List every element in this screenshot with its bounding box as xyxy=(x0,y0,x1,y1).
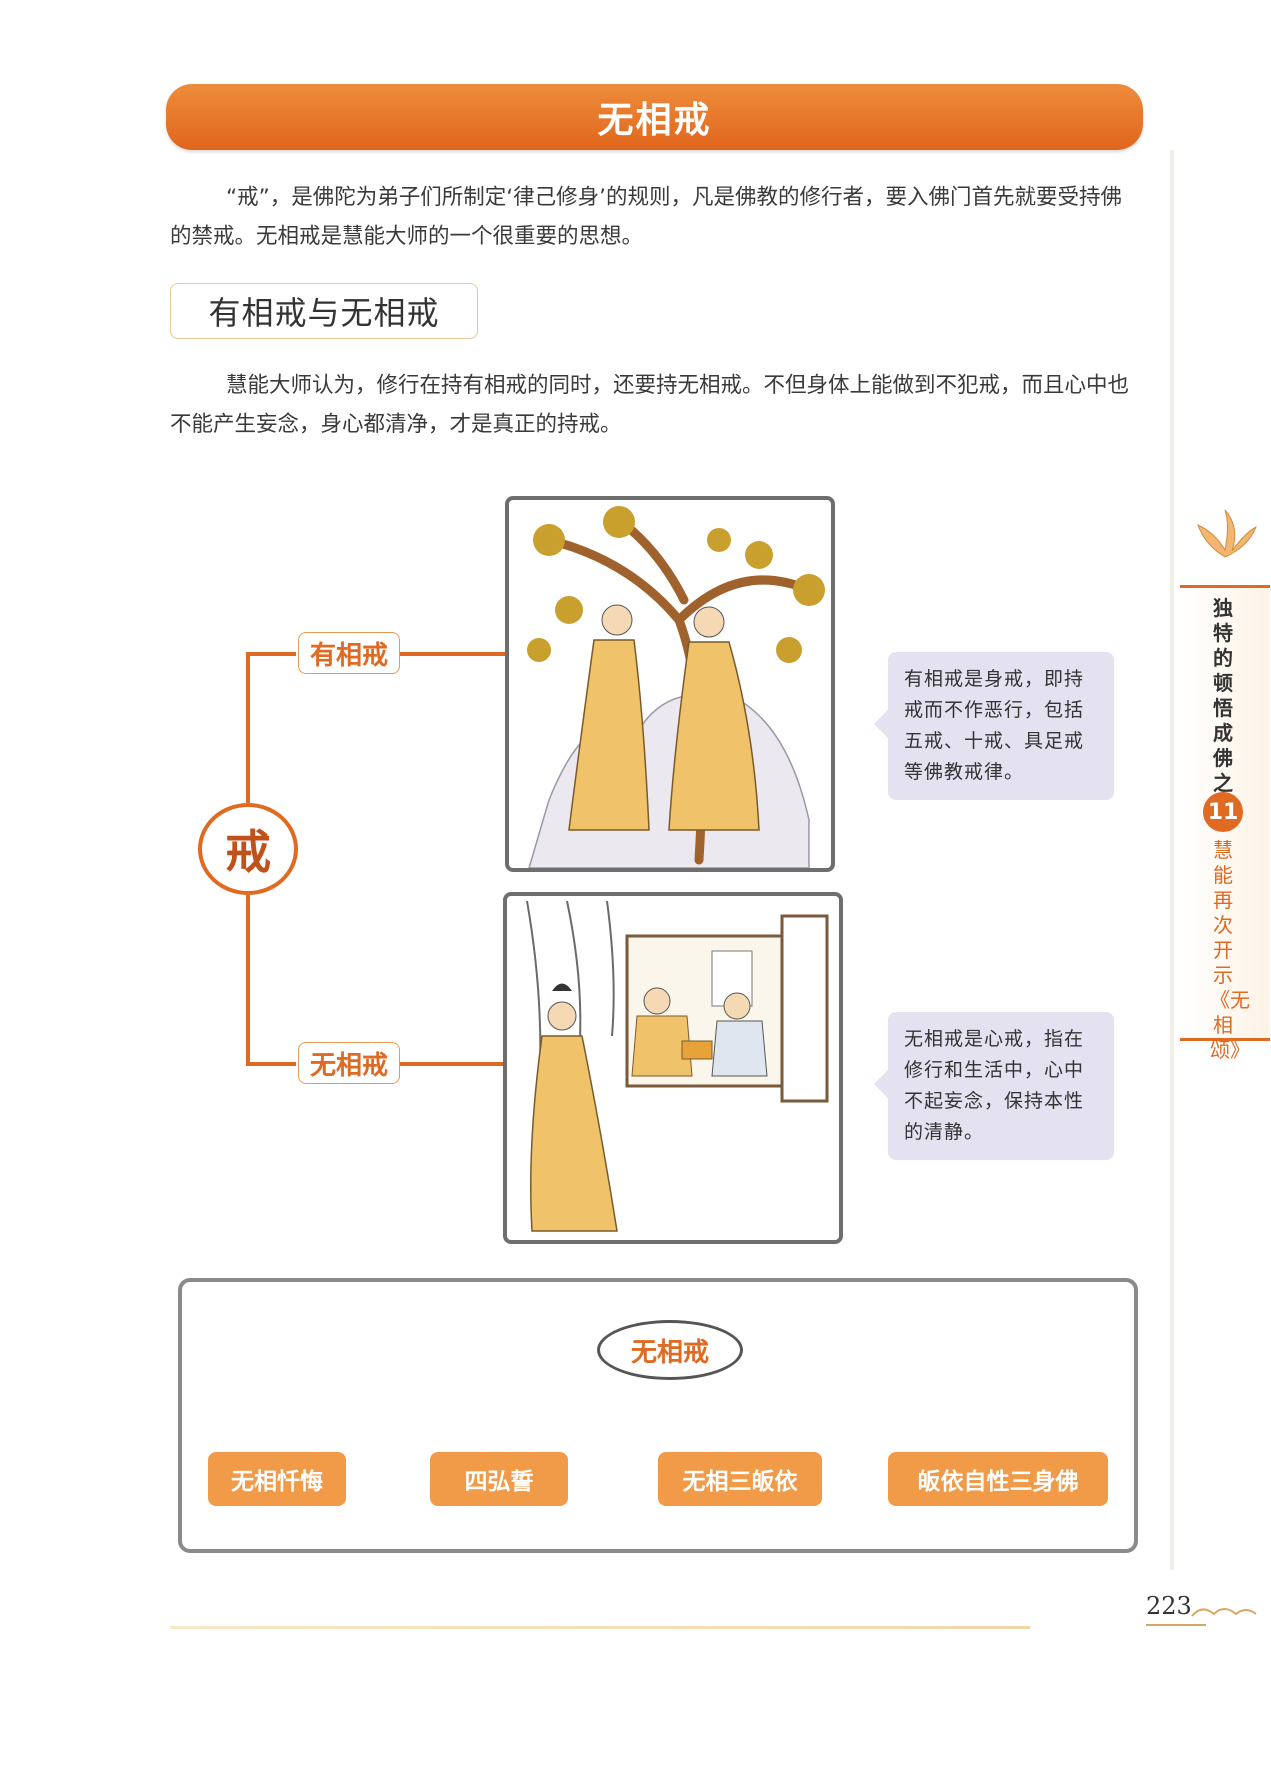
chapter-number-badge: 11 xyxy=(1203,792,1243,832)
branch-label-wuxiangjie: 无相戒 xyxy=(298,1042,400,1084)
section-paragraph: 慧能大师认为，修行在持有相戒的同时，还要持无相戒。不但身体上能做到不犯戒，而且心… xyxy=(170,373,1130,437)
tree-root-oval: 无相戒 xyxy=(597,1320,743,1380)
tree-box xyxy=(178,1278,1138,1553)
tree-leaf-sihongshi: 四弘誓 xyxy=(430,1452,568,1506)
section-heading-box: 有相戒与无相戒 xyxy=(170,283,478,339)
illustration-woman-window xyxy=(503,892,843,1244)
lotus-icon xyxy=(1197,509,1257,558)
connector-lower xyxy=(246,895,296,1066)
connector-upper xyxy=(246,652,296,803)
note-wuxiangjie: 无相戒是心戒，指在修行和生活中，心中不起妄念，保持本性的清静。 xyxy=(874,1012,1114,1160)
section-title-vertical: 慧能再次开示《无相颂》 xyxy=(1210,838,1250,1062)
tree-leaf-guiyi-zixing-sanshenfo: 皈依自性三身佛 xyxy=(888,1452,1108,1506)
page-number-underline xyxy=(1146,1624,1206,1626)
tree-leaf-wuxiang-chanhui: 无相忏悔 xyxy=(208,1452,346,1506)
branch-label-youxiangjie: 有相戒 xyxy=(298,632,400,674)
woman-window-drawing xyxy=(526,900,829,1232)
chapter-title: 独特的顿悟成佛之道 xyxy=(1213,596,1233,820)
page-title: 无相戒 xyxy=(597,100,712,141)
page-frame-bottom xyxy=(170,1626,1030,1629)
tree-leaf-wuxiang-sanguiyi: 无相三皈依 xyxy=(658,1452,822,1506)
intro-paragraph: “戒”，是佛陀为弟子们所制定‘律己修身’的规则，凡是佛教的修行者，要入佛门首先就… xyxy=(170,185,1122,249)
title-banner: 无相戒 xyxy=(166,84,1143,150)
root-circle: 戒 xyxy=(198,803,298,895)
page-frame-right xyxy=(1170,150,1174,1570)
cloud-ornament-icon xyxy=(1191,1608,1257,1617)
note-youxiangjie: 有相戒是身戒，即持戒而不作恶行，包括五戒、十戒、具足戒等佛教戒律。 xyxy=(874,652,1114,800)
page-number: 223 xyxy=(1146,1592,1192,1620)
monks-tree-drawing xyxy=(527,506,825,868)
section-heading: 有相戒与无相戒 xyxy=(208,294,440,332)
illustration-monks-under-tree xyxy=(505,496,835,872)
